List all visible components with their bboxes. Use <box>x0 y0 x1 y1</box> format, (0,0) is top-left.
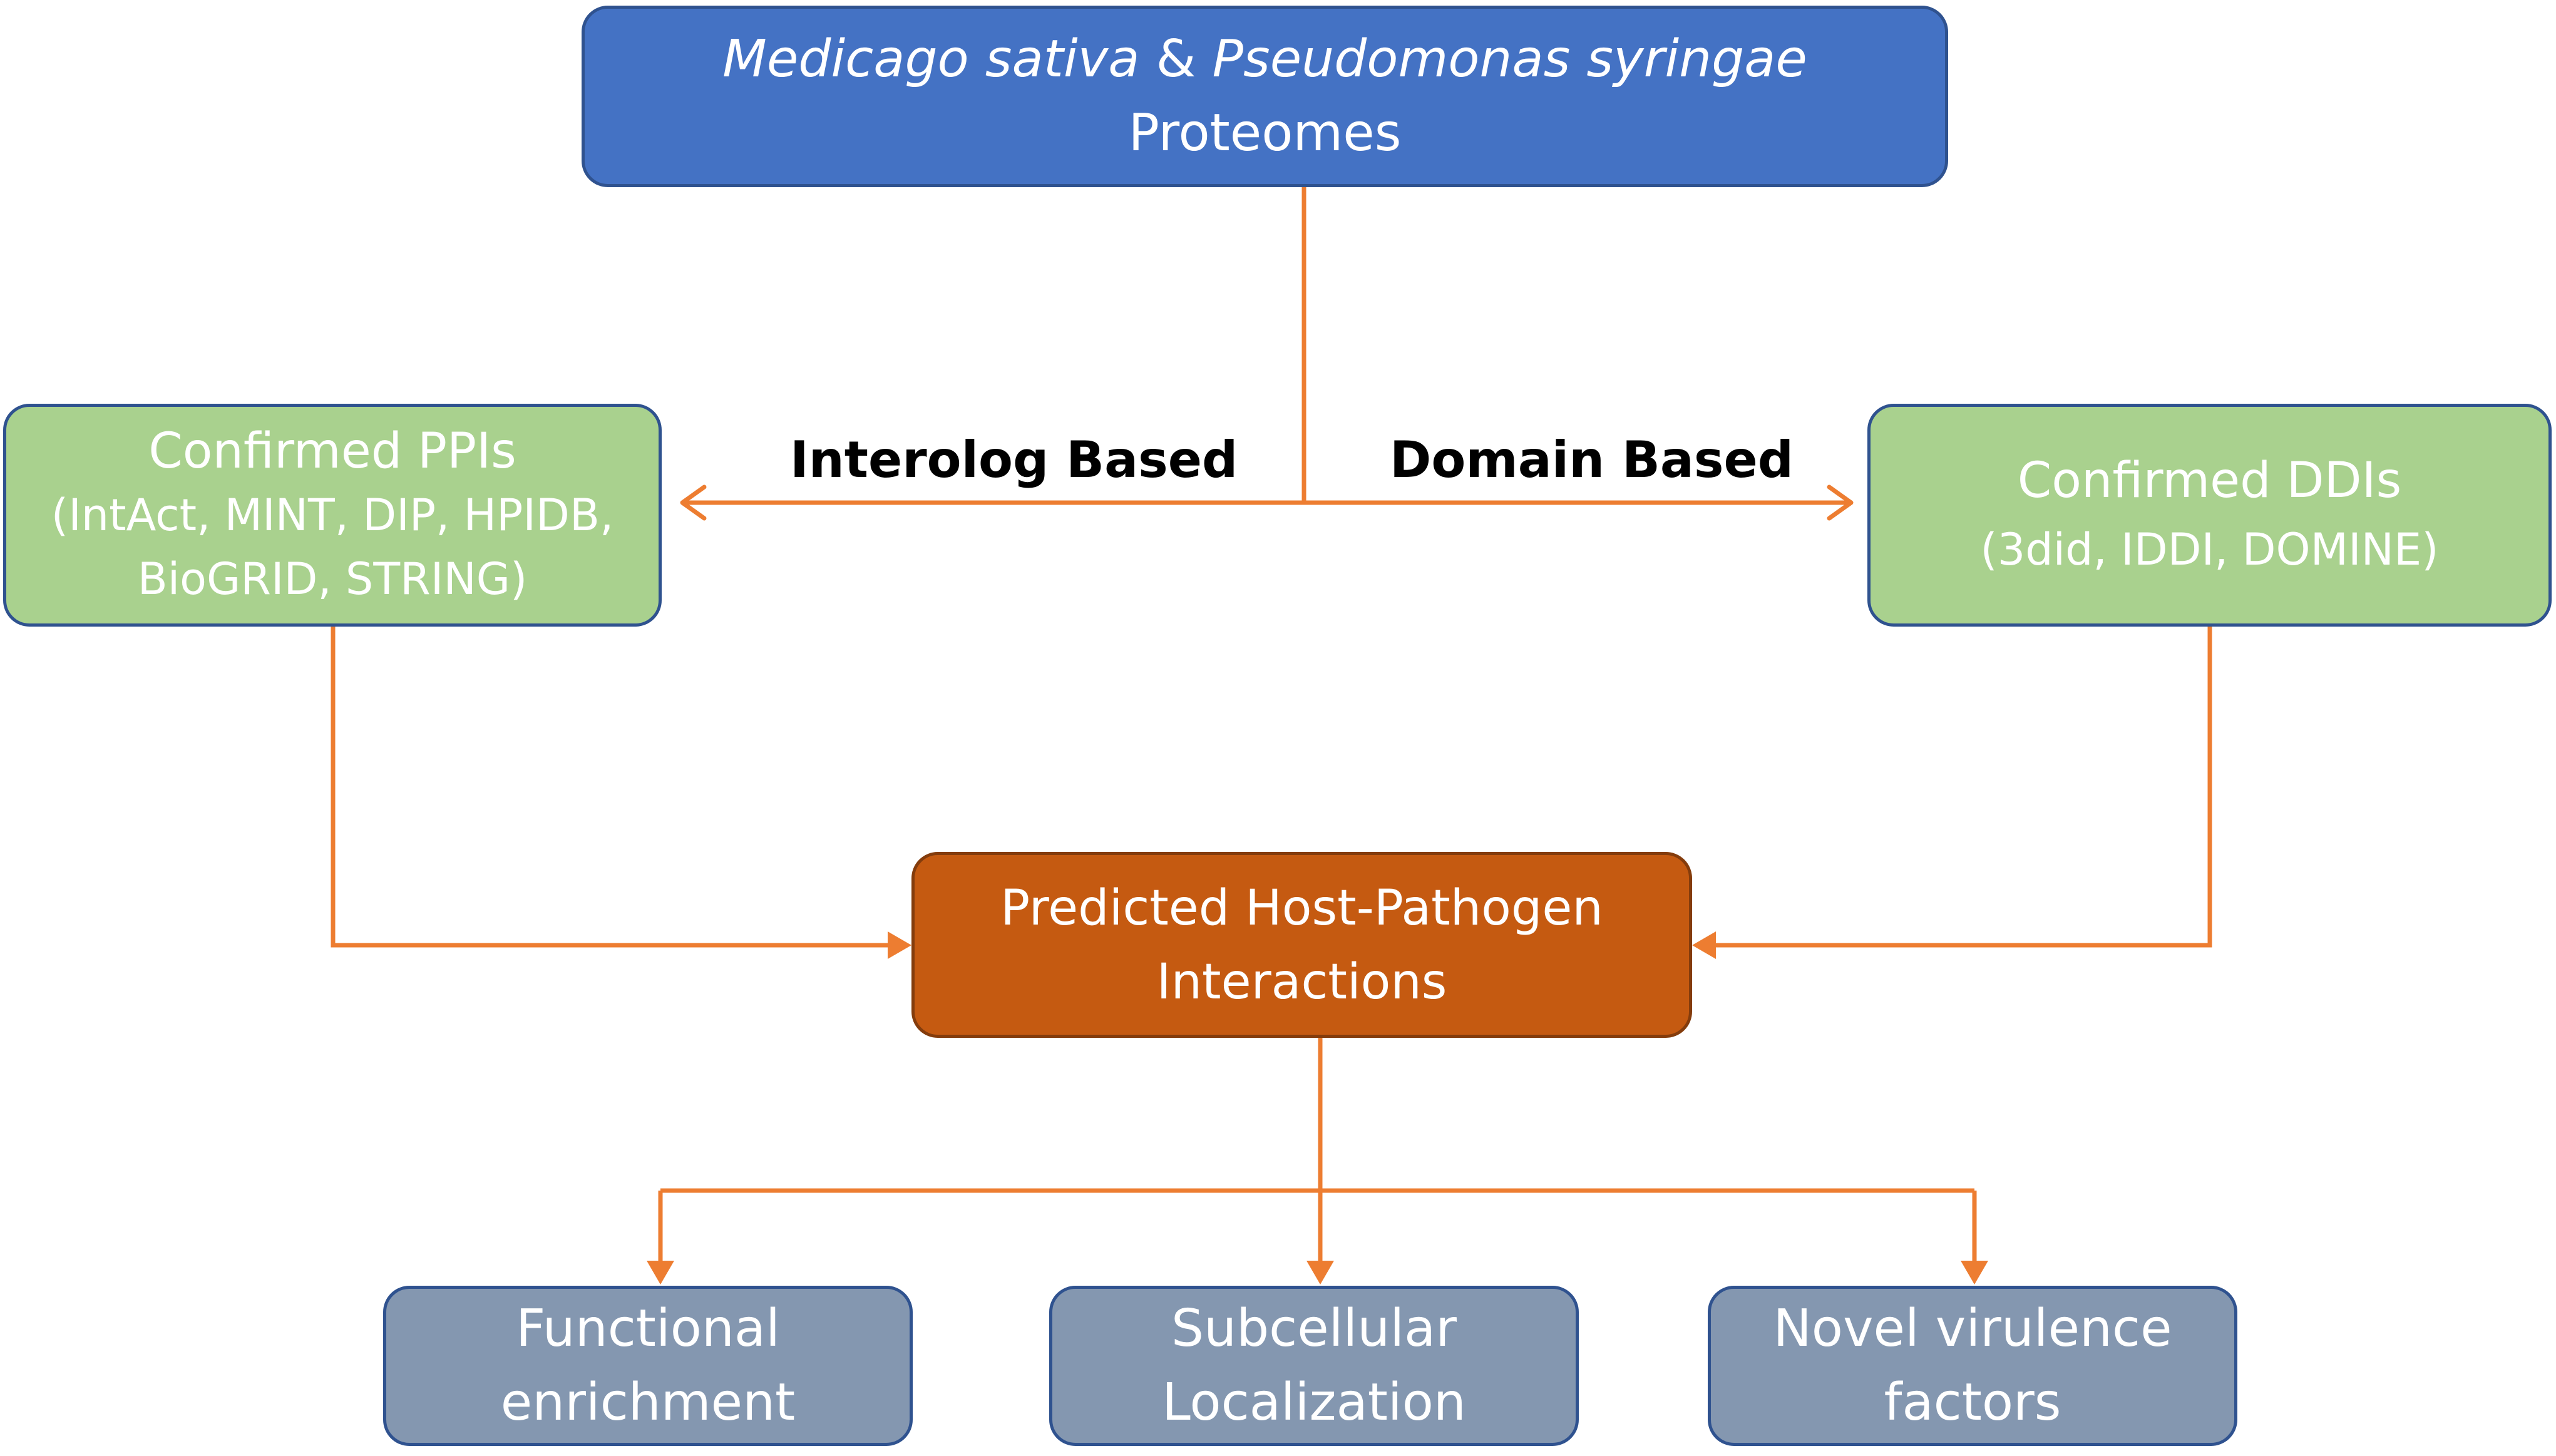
domain-based-label: Domain Based <box>1390 431 1794 489</box>
ddi-databases-line: (3did, IDDI, DOMINE) <box>1980 524 2439 575</box>
species-ampersand: & <box>1139 29 1213 89</box>
subcellular-localization-node: Subcellular Localization <box>1049 1286 1579 1446</box>
connector-ddi-to-result <box>1714 627 2212 948</box>
novel-virulence-factors-node: Novel virulence factors <box>1708 1286 2237 1446</box>
functional-enrichment-line-2: enrichment <box>500 1373 796 1432</box>
pathogen-species-name: Pseudomonas syringae <box>1212 29 1807 89</box>
proteomes-label: Proteomes <box>1128 103 1402 163</box>
arrowhead-domain <box>1827 484 1854 521</box>
arrowhead-to-outcome-1 <box>647 1261 674 1284</box>
subcellular-localization-line-2: Localization <box>1162 1373 1466 1432</box>
connector-ppi-to-result <box>331 627 890 948</box>
confirmed-ddis-node: Confirmed DDIs (3did, IDDI, DOMINE) <box>1867 404 2552 627</box>
arrowhead-ppi-to-result <box>888 931 911 959</box>
confirmed-ppis-node: Confirmed PPIs (IntAct, MINT, DIP, HPIDB… <box>3 404 662 627</box>
subcellular-localization-line-1: Subcellular <box>1171 1299 1457 1358</box>
predicted-interactions-node: Predicted Host-Pathogen Interactions <box>911 852 1692 1038</box>
ppi-databases-line-1: (IntAct, MINT, DIP, HPIDB, <box>51 490 614 541</box>
predicted-interactions-line-1: Predicted Host-Pathogen <box>1000 879 1603 936</box>
arrowhead-to-outcome-3 <box>1961 1261 1988 1284</box>
predicted-interactions-line-2: Interactions <box>1156 953 1447 1010</box>
proteomes-species-line: Medicago sativa & Pseudomonas syringae <box>722 23 1807 96</box>
proteomes-node: Medicago sativa & Pseudomonas syringae P… <box>582 6 1948 187</box>
functional-enrichment-line-1: Functional <box>516 1299 780 1358</box>
confirmed-ppis-title: Confirmed PPIs <box>148 423 516 479</box>
confirmed-ddis-title: Confirmed DDIs <box>2017 453 2402 509</box>
novel-virulence-factors-line-2: factors <box>1884 1373 2061 1432</box>
host-species-name: Medicago sativa <box>722 29 1140 89</box>
novel-virulence-factors-line-1: Novel virulence <box>1773 1299 2172 1358</box>
arrowhead-ddi-to-result <box>1692 931 1716 959</box>
arrowhead-interolog <box>680 484 707 521</box>
ppi-databases-line-2: BioGRID, STRING) <box>137 553 528 605</box>
interolog-based-label: Interolog Based <box>790 431 1238 489</box>
functional-enrichment-node: Functional enrichment <box>383 1286 913 1446</box>
arrowhead-to-outcome-2 <box>1306 1261 1334 1284</box>
